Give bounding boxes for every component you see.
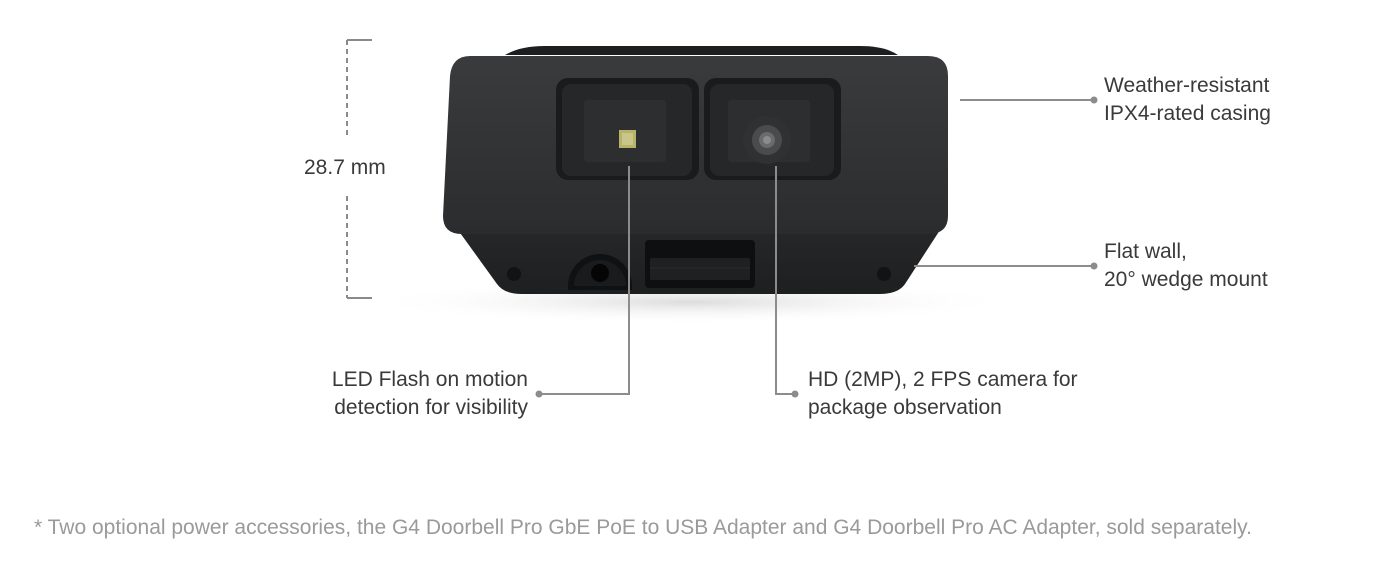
callout-casing-line2: IPX4-rated casing — [1104, 102, 1271, 125]
callout-camera: HD (2MP), 2 FPS camera for package obser… — [808, 366, 1078, 422]
callout-mount-line2: 20° wedge mount — [1104, 268, 1268, 291]
base-screw-hole-right — [877, 267, 891, 281]
callout-casing-line1: Weather-resistant — [1104, 74, 1270, 97]
callout-casing: Weather-resistant IPX4-rated casing — [1104, 72, 1271, 128]
callout-dots — [535, 96, 1098, 398]
height-dimension-label: 28.7 mm — [304, 156, 386, 179]
callout-flash: LED Flash on motion detection for visibi… — [332, 366, 528, 422]
callout-lines — [541, 99, 1093, 395]
base-screw-hole-left — [507, 267, 521, 281]
callout-mount-line1: Flat wall, — [1104, 240, 1187, 263]
callout-flash-line2: detection for visibility — [334, 396, 528, 419]
height-dimension-bracket — [346, 39, 372, 299]
callout-camera-line2: package observation — [808, 396, 1002, 419]
footnote: * Two optional power accessories, the G4… — [34, 516, 1252, 539]
callout-flash-line1: LED Flash on motion — [331, 368, 528, 391]
callout-camera-line1: HD (2MP), 2 FPS camera for — [808, 368, 1078, 391]
callout-mount: Flat wall, 20° wedge mount — [1104, 238, 1268, 294]
device-top-lip — [505, 46, 898, 55]
